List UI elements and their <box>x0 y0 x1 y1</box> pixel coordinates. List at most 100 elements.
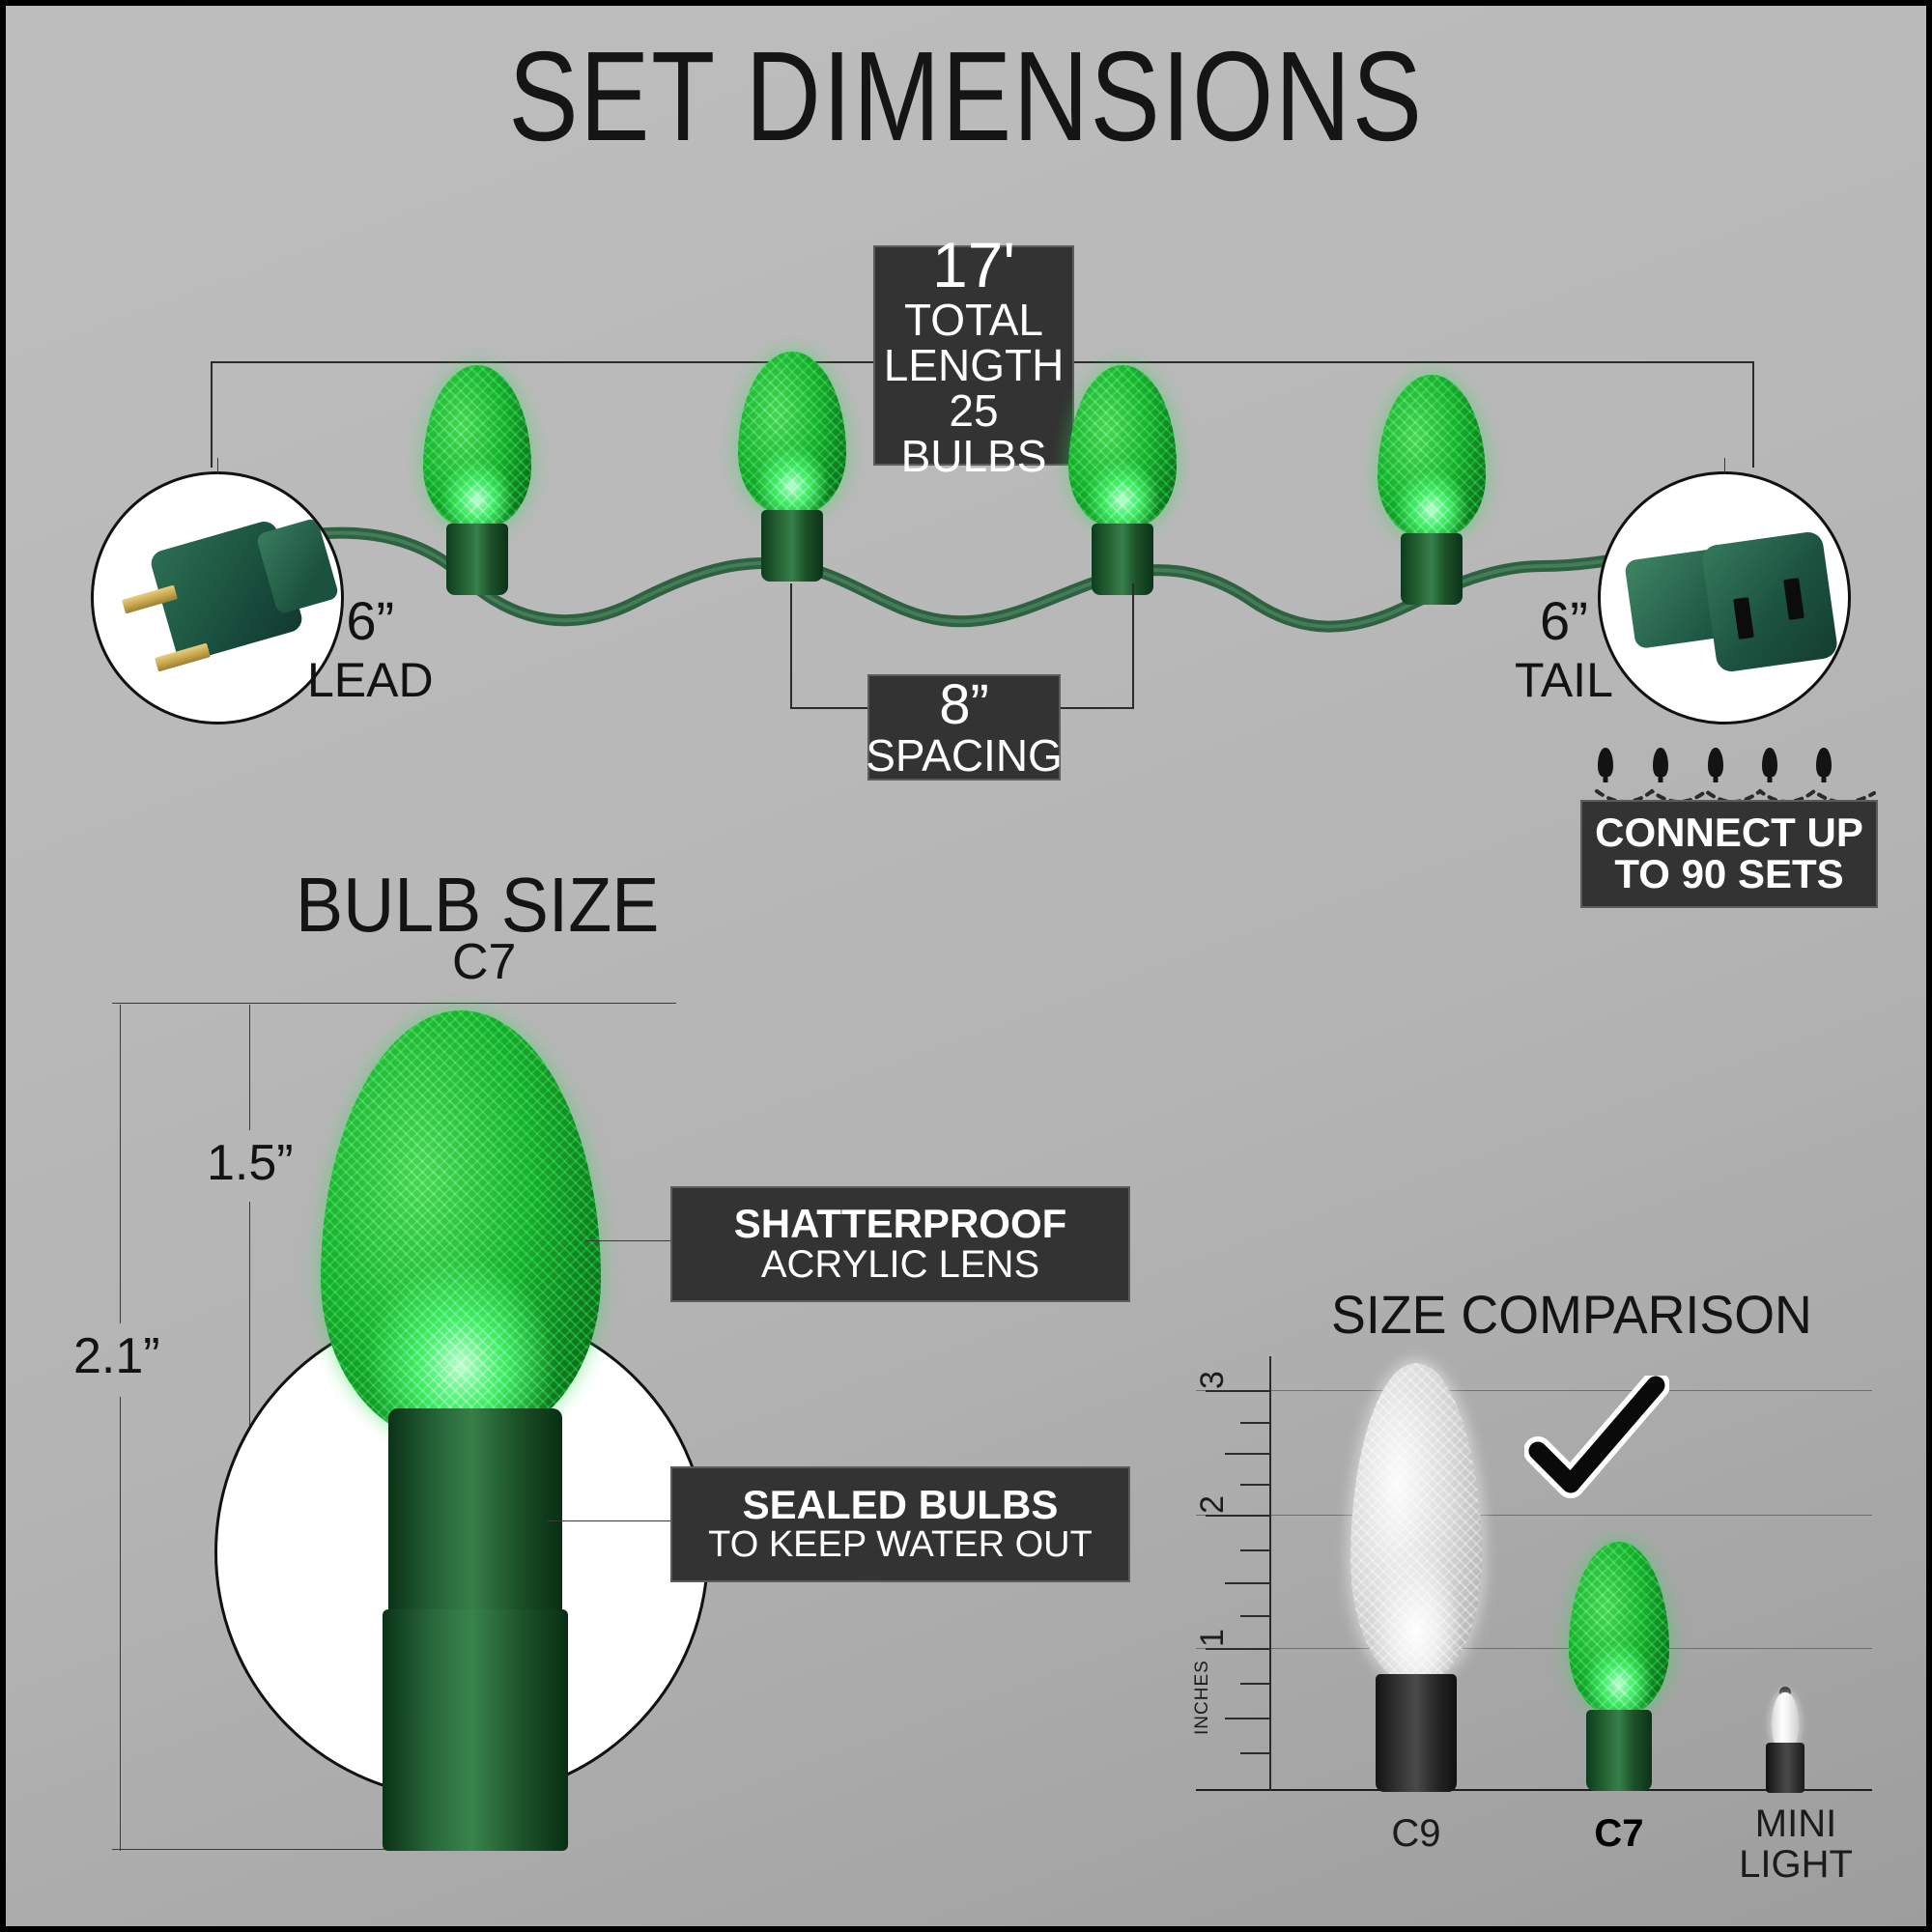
comparison-grid-line-1in <box>1196 1648 1872 1649</box>
string-bulb-1-lens <box>423 365 531 529</box>
strand-mini-bulb-1 <box>1598 748 1613 777</box>
female-receptacle-face <box>1700 529 1839 674</box>
total-length-line2: LENGTH <box>883 339 1065 390</box>
lens-dim-vert-lower <box>249 1202 250 1559</box>
spacing-bracket-right <box>1132 583 1134 709</box>
ruler-quarter-tick-b <box>1240 1484 1269 1486</box>
bulb-size-title: BULB SIZE <box>296 862 660 948</box>
string-bulb-4-socket <box>1401 533 1463 605</box>
hero-bulb-lens <box>321 1010 601 1443</box>
string-bulb-2-lens <box>738 352 846 516</box>
lens-dim-vert-upper <box>249 1005 250 1130</box>
comparison-baseline <box>1196 1789 1872 1791</box>
comparison-bulb-c7-lens <box>1569 1542 1669 1716</box>
total-dim-bottom-line <box>112 1849 547 1850</box>
total-length-line1: TOTAL <box>904 294 1043 345</box>
ruler-quarter-tick-a <box>1240 1422 1269 1424</box>
ruler-label-2: 2 <box>1194 1495 1231 1514</box>
lead-value: 6” <box>346 590 395 651</box>
strand-mini-bulb-2 <box>1653 748 1668 777</box>
hero-bulb-c7 <box>321 1010 601 1571</box>
lead-label: 6” LEAD <box>307 590 434 707</box>
comparison-bulb-c9-socket <box>1376 1674 1457 1792</box>
strand-mini-bulb-5 <box>1816 748 1832 777</box>
connect-sets-callout: CONNECT UP TO 90 SETS <box>1580 800 1878 908</box>
comparison-label-mini-line1: MINI <box>1754 1803 1837 1845</box>
sealed-bulbs-headline: SEALED BULBS <box>742 1482 1059 1528</box>
comparison-label-mini-line2: LIGHT <box>1739 1842 1853 1886</box>
ruler-half-tick-05 <box>1225 1718 1269 1719</box>
lens-dim-top-line <box>242 1003 676 1004</box>
shatterproof-callout: SHATTERPROOF ACRYLIC LENS <box>670 1186 1130 1302</box>
total-dim-vert-upper <box>120 1005 121 1323</box>
total-length-bracket-right <box>1752 361 1754 468</box>
ruler-quarter-tick-e <box>1240 1683 1269 1685</box>
hero-bulb-socket-lower <box>383 1609 568 1851</box>
ruler-spine <box>1269 1356 1271 1791</box>
ruler-half-tick-15 <box>1225 1582 1269 1584</box>
spacing-bracket-bottom-right <box>1057 707 1134 709</box>
lead-plug-detail-circle <box>91 471 344 724</box>
comparison-label-c7: C7 <box>1594 1812 1644 1855</box>
ruler-major-tick-1 <box>1206 1648 1269 1650</box>
tail-circle-pointer <box>1724 458 1725 473</box>
spacing-bracket-bottom-left <box>790 707 867 709</box>
page-title: SET DIMENSIONS <box>508 25 1424 167</box>
string-bulb-1-socket <box>446 524 508 595</box>
comparison-bulb-mini <box>1754 1687 1816 1793</box>
ruler-major-tick-2 <box>1206 1515 1269 1517</box>
spacing-label: SPACING <box>866 730 1063 781</box>
string-bulb-2-socket <box>761 510 823 582</box>
shatterproof-headline: SHATTERPROOF <box>733 1201 1067 1247</box>
lens-height-label: 1.5” <box>207 1135 294 1191</box>
total-dim-top-line <box>112 1003 247 1004</box>
ruler-quarter-tick-f <box>1240 1752 1269 1754</box>
total-length-bracket-left <box>211 361 213 468</box>
total-height-label: 2.1” <box>73 1328 160 1384</box>
shatterproof-detail: ACRYLIC LENS <box>760 1243 1040 1287</box>
light-string-wire <box>242 526 1741 633</box>
comparison-bulb-c7 <box>1569 1542 1669 1791</box>
strand-mini-bulb-3 <box>1708 748 1723 777</box>
total-length-callout: 17' TOTAL LENGTH 25 BULBS <box>873 232 1074 478</box>
tail-value: 6” <box>1540 590 1588 651</box>
lead-text: LEAD <box>307 652 434 707</box>
string-bulb-3-lens <box>1068 365 1177 529</box>
tail-receptacle-detail-circle <box>1598 471 1851 724</box>
string-bulb-3-socket <box>1092 524 1153 595</box>
total-length-bracket-top-left <box>211 361 877 363</box>
comparison-bulb-c7-socket <box>1586 1710 1652 1791</box>
spacing-value: 8” <box>939 672 989 736</box>
comparison-check-icon <box>1523 1371 1670 1520</box>
sealed-bulbs-callout: SEALED BULBS TO KEEP WATER OUT <box>670 1466 1130 1582</box>
total-length-line3: 25 BULBS <box>900 384 1047 481</box>
comparison-label-c9: C9 <box>1391 1812 1441 1855</box>
ruler-major-tick-3 <box>1206 1390 1269 1392</box>
comparison-bulb-c9-lens <box>1350 1363 1482 1682</box>
string-bulb-4-lens <box>1378 375 1486 539</box>
lead-circle-pointer <box>217 458 218 473</box>
strand-mini-bulb-4 <box>1762 748 1777 777</box>
string-bulb-4 <box>1378 375 1486 605</box>
ruler-label-1: 1 <box>1194 1629 1231 1647</box>
ruler-quarter-tick-d <box>1240 1615 1269 1617</box>
ruler-quarter-tick-c <box>1240 1549 1269 1551</box>
comparison-bulb-c9 <box>1350 1363 1482 1792</box>
connect-line1: CONNECT UP <box>1595 810 1863 856</box>
connect-line2: TO 90 SETS <box>1614 851 1844 896</box>
ruler-unit-label: INCHES <box>1192 1660 1212 1735</box>
tail-label: 6” TAIL <box>1515 590 1613 707</box>
mini-light-lens <box>1772 1692 1799 1748</box>
total-length-value: 17' <box>931 228 1015 300</box>
size-comparison-title: SIZE COMPARISON <box>1331 1284 1812 1345</box>
string-bulb-3 <box>1068 365 1177 595</box>
comparison-grid-line-3in <box>1196 1390 1872 1391</box>
comparison-label-mini: MINI LIGHT <box>1733 1804 1859 1885</box>
tail-text: TAIL <box>1515 652 1613 707</box>
mini-light-base <box>1766 1743 1804 1793</box>
bulb-size-subtitle: C7 <box>452 934 517 990</box>
spacing-bracket-left <box>790 583 792 709</box>
comparison-grid-line-2in <box>1196 1515 1872 1516</box>
string-bulb-1 <box>423 365 531 595</box>
